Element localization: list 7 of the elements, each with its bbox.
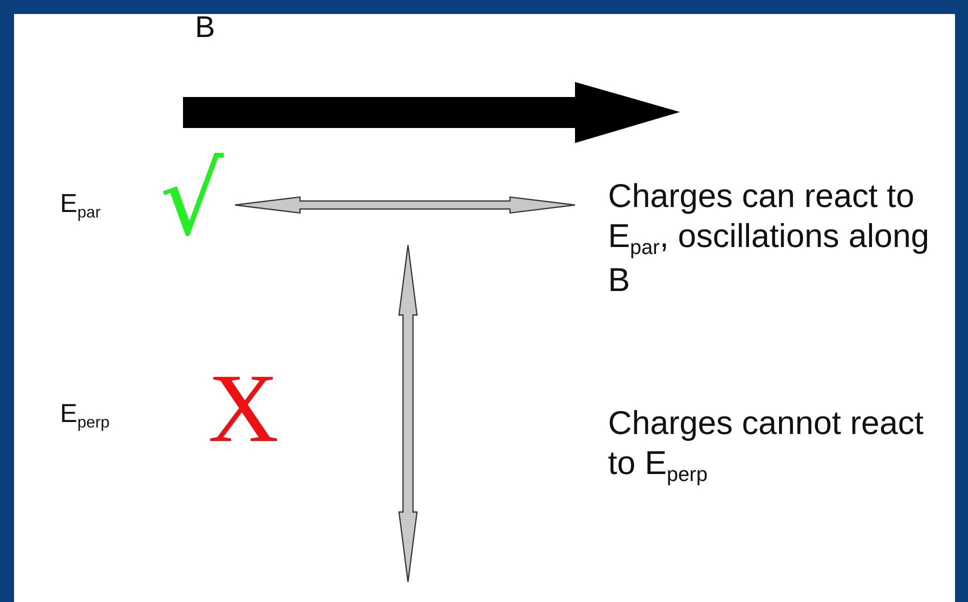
explanation-text: Charges can react to E$_{par}$, oscillations along B bbox=[608, 176, 930, 300]
field-label: E$_{par}$ bbox=[60, 188, 101, 223]
explanation-text: Charges cannot react to E$_{perp}$ bbox=[608, 403, 925, 488]
field-label: B bbox=[195, 10, 216, 46]
field-label: E$_{perp}$ bbox=[60, 398, 110, 433]
cross-mark: X bbox=[208, 360, 279, 458]
check-mark: √ bbox=[160, 150, 224, 250]
